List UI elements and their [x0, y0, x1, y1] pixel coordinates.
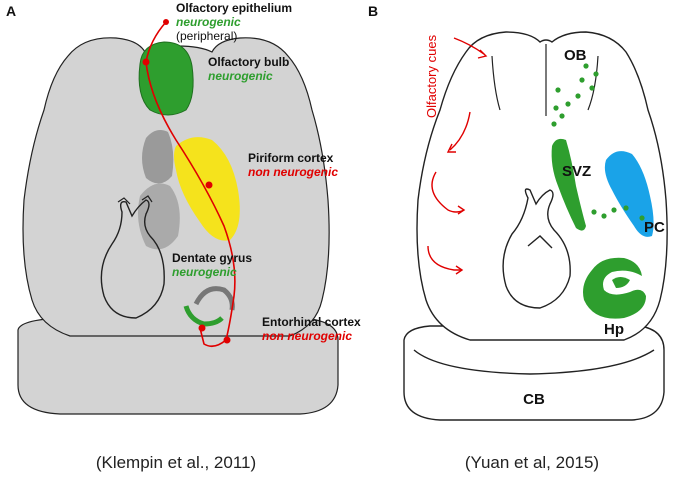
- shadow-region-upper: [142, 130, 174, 184]
- brainstem-b-inner: [527, 235, 553, 249]
- brain-b-hindbrain: [403, 325, 665, 421]
- cerebellum-b: [413, 349, 655, 375]
- hippocampus-region: [583, 257, 646, 319]
- pathway-node-piriform: [205, 181, 213, 189]
- brainstem-b: [502, 188, 571, 309]
- svz-region: [551, 138, 586, 231]
- label-olfactory-epithelium-note: (peripheral): [176, 29, 237, 43]
- brainstem-a: [100, 199, 165, 319]
- label-svz: SVZ: [562, 163, 591, 180]
- pc-region: [604, 151, 654, 237]
- citation-a: (Klempin et al., 2011): [96, 453, 256, 472]
- label-olfactory-cues: Olfactory cues: [424, 34, 439, 118]
- label-entorhinal-cortex: Entorhinal cortex: [262, 315, 361, 329]
- pathway-node-dentate: [198, 324, 206, 332]
- panel-b-letter: B: [368, 3, 378, 19]
- olfactory-cue-arrows: [427, 37, 488, 275]
- shadow-region-lower: [138, 183, 180, 250]
- brainstem-a-top: [117, 195, 153, 205]
- label-dentate-gyrus: Dentate gyrus: [172, 251, 252, 265]
- pathway-node-entorhinal: [223, 336, 231, 344]
- label-entorhinal-cortex-status: non neurogenic: [262, 329, 352, 343]
- pathway-node-epithelium: [163, 19, 169, 25]
- olfactory-bulb-a: [138, 41, 194, 116]
- panel-a-letter: A: [6, 3, 16, 19]
- label-piriform-cortex-status: non neurogenic: [248, 165, 338, 179]
- bulb-b-left: [491, 55, 599, 111]
- pathway-node-bulb: [142, 58, 150, 66]
- label-cb: CB: [523, 391, 545, 408]
- dentate-gyrus-green: [183, 305, 224, 327]
- dentate-gyrus-gray: [193, 286, 235, 311]
- label-pc: PC: [644, 219, 665, 236]
- brain-a-cerebrum: [22, 37, 330, 337]
- panel-b: B: [368, 3, 668, 472]
- label-olfactory-bulb: Olfactory bulb: [208, 55, 289, 69]
- hippocampus-region-inner: [612, 277, 630, 288]
- migration-dots: [551, 63, 645, 221]
- label-dentate-gyrus-status: neurogenic: [172, 265, 237, 279]
- label-ob: OB: [564, 47, 587, 64]
- panel-a: A Olfactory epithelium neurogenic (perip…: [6, 1, 361, 472]
- label-hp: Hp: [604, 321, 624, 338]
- citation-b: (Yuan et al, 2015): [465, 453, 599, 472]
- label-piriform-cortex: Piriform cortex: [248, 151, 334, 165]
- label-olfactory-bulb-status: neurogenic: [208, 69, 273, 83]
- label-olfactory-epithelium: Olfactory epithelium: [176, 1, 292, 15]
- label-olfactory-epithelium-status: neurogenic: [176, 15, 241, 29]
